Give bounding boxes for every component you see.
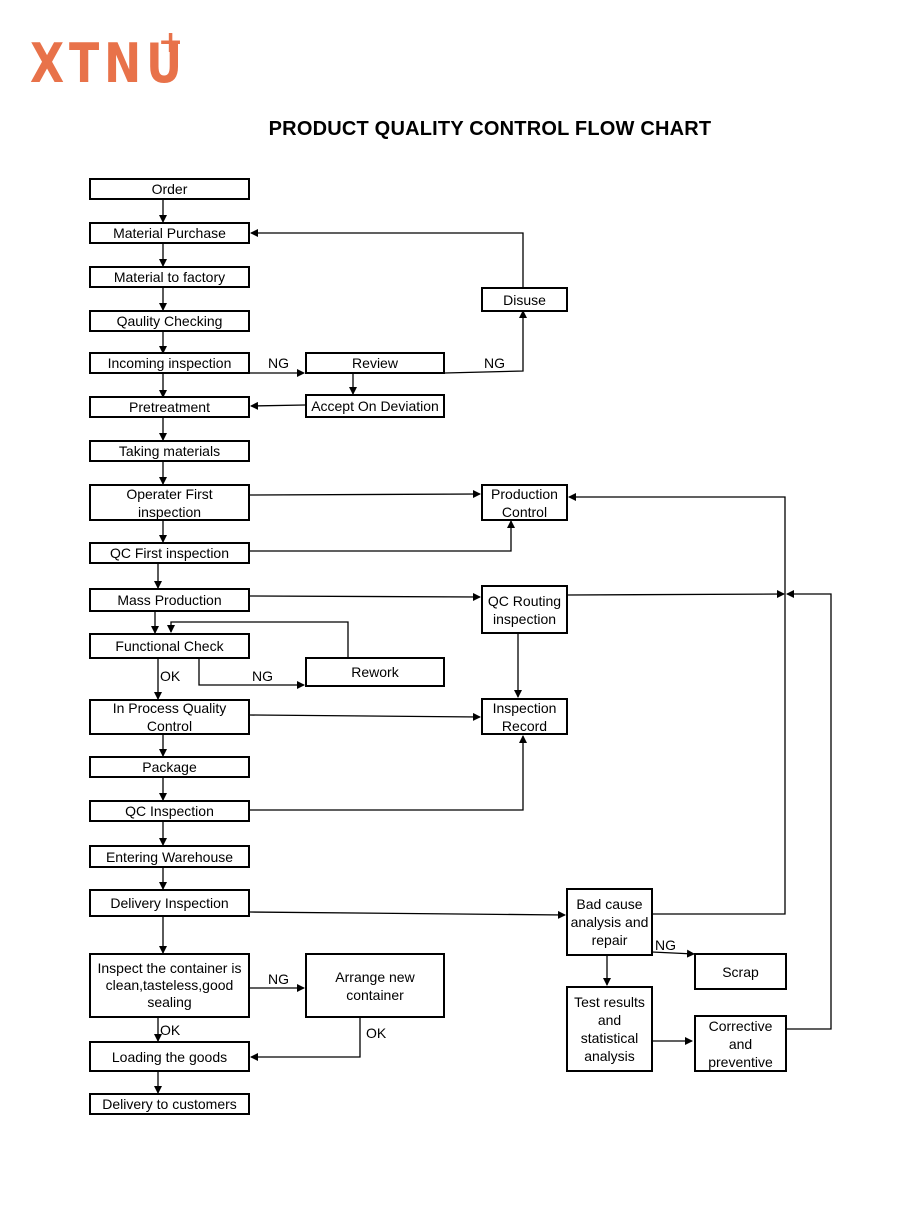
box-qc-first-inspection: QC First inspection bbox=[89, 542, 250, 564]
box-scrap: Scrap bbox=[694, 953, 787, 990]
box-delivery-to-customers: Delivery to customers bbox=[89, 1093, 250, 1115]
arrow-qcfirst-to-prodcontrol bbox=[250, 520, 515, 552]
box-bad-cause-analysis: Bad cause analysis and repair bbox=[566, 888, 653, 956]
arrow-corrective-to-feedback bbox=[786, 590, 832, 1030]
arrow-routing-to-feedback bbox=[567, 590, 785, 599]
label-ok-functional: OK bbox=[160, 668, 181, 684]
label-ng-incoming: NG bbox=[268, 355, 289, 371]
arrow-delivery-to-badcause bbox=[249, 910, 566, 919]
label-ng-container: NG bbox=[268, 971, 289, 987]
arrow-badcause-to-prodcontrol bbox=[568, 493, 786, 915]
logo-plus-mark: + bbox=[158, 25, 184, 60]
box-qaulity-checking: Qaulity Checking bbox=[89, 310, 250, 332]
chart-title: PRODUCT QUALITY CONTROL FLOW CHART bbox=[268, 118, 712, 140]
box-material-to-factory: Material to factory bbox=[89, 266, 250, 288]
box-accept-on-deviation: Accept On Deviation bbox=[305, 394, 445, 418]
box-disuse: Disuse bbox=[481, 287, 568, 312]
box-order: Order bbox=[89, 178, 250, 200]
box-entering-warehouse: Entering Warehouse bbox=[89, 845, 250, 868]
label-ok-container: OK bbox=[160, 1022, 181, 1038]
box-material-purchase: Material Purchase bbox=[89, 222, 250, 244]
label-ng-review: NG bbox=[484, 355, 505, 371]
arrow-rework-to-functional bbox=[167, 621, 349, 659]
box-rework: Rework bbox=[305, 657, 445, 687]
box-incoming-inspection: Incoming inspection bbox=[89, 352, 250, 374]
arrow-disuse-to-purchase bbox=[250, 229, 524, 288]
box-mass-production: Mass Production bbox=[89, 588, 250, 612]
arrow-functional-to-rework bbox=[198, 658, 305, 689]
arrow-operater-to-prodcontrol bbox=[249, 490, 481, 499]
arrow-qcinspection-to-record bbox=[250, 735, 527, 811]
box-inspection-record: Inspection Record bbox=[481, 698, 568, 735]
arrow-accept-to-pretreatment bbox=[250, 401, 306, 410]
arrow-inprocess-to-record bbox=[249, 712, 481, 721]
box-qc-routing-inspection: QC Routing inspection bbox=[481, 585, 568, 634]
box-taking-materials: Taking materials bbox=[89, 440, 250, 462]
label-ng-scrap: NG bbox=[655, 937, 676, 953]
box-functional-check: Functional Check bbox=[89, 633, 250, 659]
arrow-mass-to-routing bbox=[249, 592, 481, 601]
arrow-arrange-to-loading bbox=[250, 1018, 361, 1061]
box-loading-goods: Loading the goods bbox=[89, 1041, 250, 1072]
box-pretreatment: Pretreatment bbox=[89, 396, 250, 418]
box-review: Review bbox=[305, 352, 445, 374]
box-in-process-quality-control: In Process Quality Control bbox=[89, 699, 250, 735]
box-test-results: Test results and statistical analysis bbox=[566, 986, 653, 1072]
arrow-badcause-to-scrap bbox=[651, 949, 695, 958]
box-qc-inspection: QC Inspection bbox=[89, 800, 250, 822]
box-corrective-preventive: Corrective and preventive bbox=[694, 1015, 787, 1072]
box-delivery-inspection: Delivery Inspection bbox=[89, 889, 250, 917]
label-ng-functional: NG bbox=[252, 668, 273, 684]
box-arrange-new-container: Arrange new container bbox=[305, 953, 445, 1018]
box-inspect-container: Inspect the container is clean,tasteless… bbox=[89, 953, 250, 1018]
arrow-review-to-disuse bbox=[444, 310, 527, 374]
box-operater-first-inspection: Operater First inspection bbox=[89, 484, 250, 521]
box-package: Package bbox=[89, 756, 250, 778]
company-logo: XTNU + bbox=[30, 28, 200, 100]
logo-text: XTNU bbox=[30, 32, 188, 95]
box-production-control: Production Control bbox=[481, 484, 568, 521]
label-ok-new-container: OK bbox=[366, 1025, 387, 1041]
